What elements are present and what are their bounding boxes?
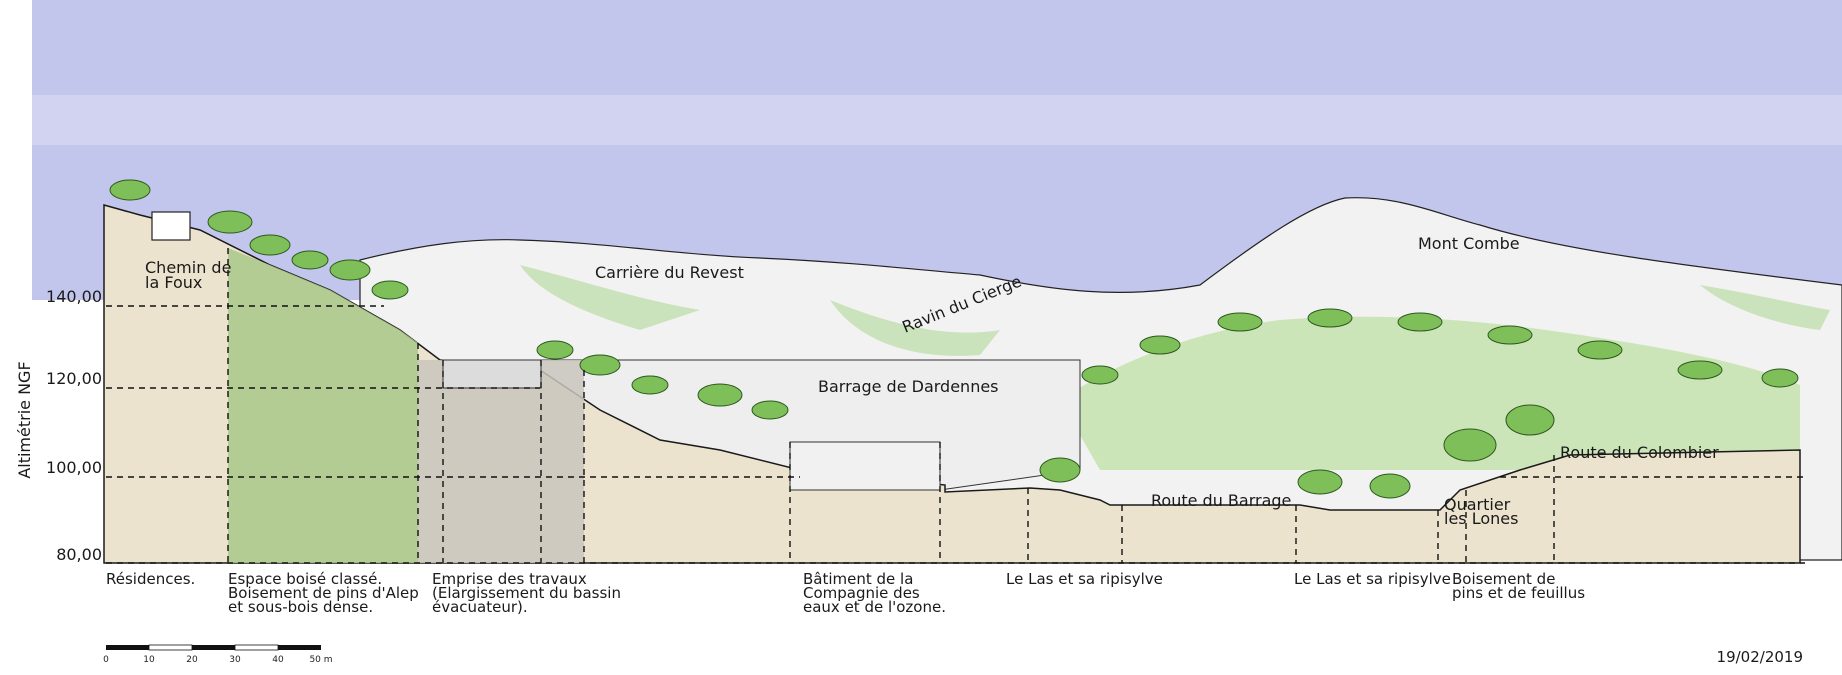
company-building <box>789 441 941 491</box>
caption-residences: Résidences. <box>106 570 195 588</box>
label-route-barrage: Route du Barrage <box>1151 491 1291 510</box>
caption-emprise-line1: Emprise des travaux <box>432 570 587 588</box>
label-quartier-line2: les Lones <box>1444 509 1518 528</box>
caption-emprise-line3: évacuateur). <box>432 598 528 616</box>
scale-tick-50m: 50 m <box>309 655 332 665</box>
label-route-colombier: Route du Colombier <box>1560 443 1719 462</box>
label-carriere: Carrière du Revest <box>595 263 744 282</box>
scale-seg-2 <box>148 644 193 651</box>
mountain-shading-1 <box>520 265 700 330</box>
caption-espace-line3: et sous-bois dense. <box>228 598 373 616</box>
spillway-structure <box>442 359 542 389</box>
scale-tick-0: 0 <box>103 655 109 665</box>
scale-tick-10: 10 <box>143 655 155 665</box>
scale-seg-1 <box>106 645 149 650</box>
tick-label-140: 140,00 <box>46 287 102 306</box>
tree-group-ridge-right <box>1081 308 1799 388</box>
caption-boisement-line2: pins et de feuillus <box>1452 584 1585 602</box>
mountain-shading-2 <box>830 300 1000 356</box>
works-zone <box>418 360 584 563</box>
tree-group-mid-slope <box>536 340 789 420</box>
scale-tick-20: 20 <box>186 655 198 665</box>
residence-building <box>151 211 191 241</box>
tick-label-100: 100,00 <box>46 458 102 477</box>
caption-emprise-line2: (Elargissement du bassin <box>432 584 621 602</box>
tick-label-80: 80,00 <box>56 545 102 564</box>
classified-woodland-zone <box>228 248 418 563</box>
tree-group-left-slope <box>109 179 409 300</box>
caption-las-2: Le Las et sa ripisylve <box>1294 570 1451 588</box>
scale-seg-5 <box>278 645 321 650</box>
scale-seg-3 <box>192 645 235 650</box>
date-label: 19/02/2019 <box>1717 648 1803 666</box>
caption-batiment-line1: Bâtiment de la <box>803 570 913 588</box>
scale-tick-40: 40 <box>272 655 284 665</box>
label-chemin-line2: la Foux <box>145 273 202 292</box>
mountain-shading-3 <box>1700 285 1830 330</box>
y-axis-title: Altimétrie NGF <box>15 361 34 478</box>
section-dividers <box>227 248 1555 563</box>
caption-espace-line2: Boisement de pins d'Alep <box>228 584 419 602</box>
tree-group-valley <box>1039 404 1555 499</box>
label-quartier-line1: Quartier <box>1444 495 1511 514</box>
tick-label-120: 120,00 <box>46 369 102 388</box>
scale-tick-30: 30 <box>229 655 241 665</box>
caption-batiment-line3: eaux et de l'ozone. <box>803 598 946 616</box>
caption-espace-line1: Espace boisé classé. <box>228 570 382 588</box>
caption-batiment-line2: Compagnie des <box>803 584 920 602</box>
label-chemin-line1: Chemin de <box>145 258 231 277</box>
sky-cloud-band <box>32 95 1842 145</box>
scale-seg-4 <box>234 644 279 651</box>
elevation-guide-lines <box>106 305 1805 564</box>
caption-boisement-line1: Boisement de <box>1452 570 1555 588</box>
label-barrage: Barrage de Dardennes <box>818 377 999 396</box>
caption-las-1: Le Las et sa ripisylve <box>1006 570 1163 588</box>
label-mont-combe: Mont Combe <box>1418 234 1520 253</box>
scale-bar: 0 10 20 30 40 50 m <box>103 644 333 665</box>
